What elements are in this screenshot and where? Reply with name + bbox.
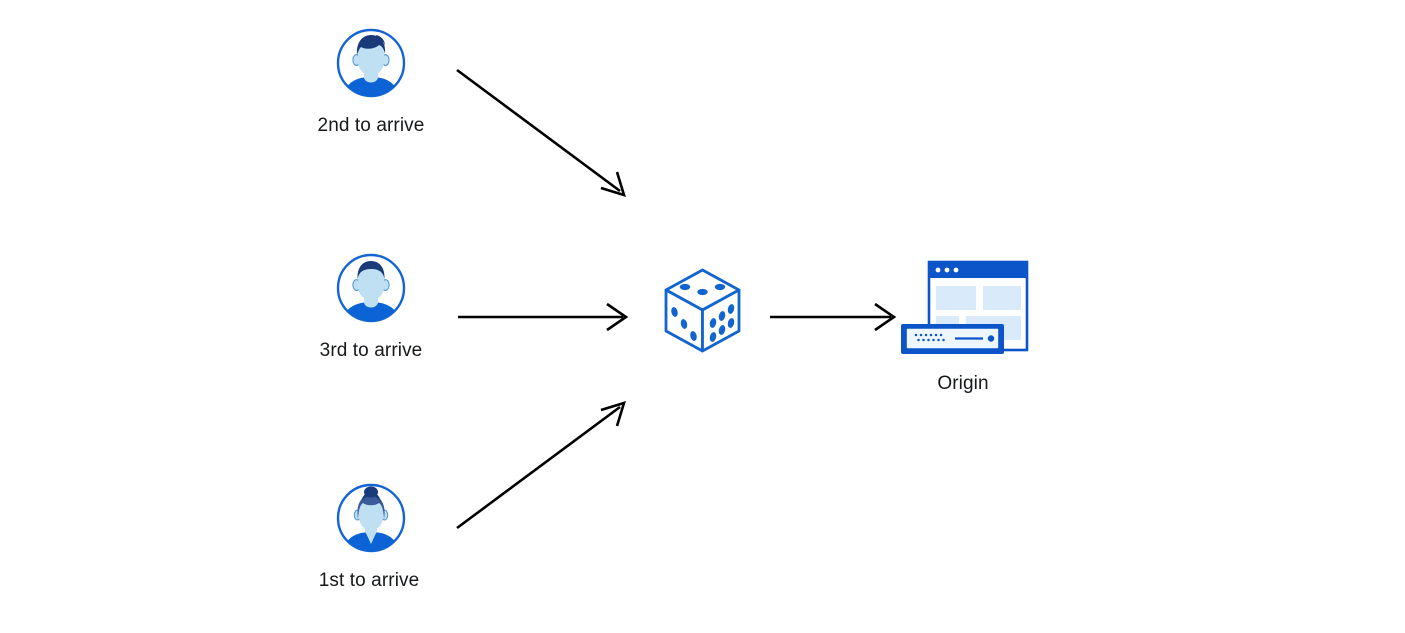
user-avatar-male-wavy-hair-icon[interactable]: [335, 27, 407, 99]
node-label-visitor-3rd: 3rd to arrive: [319, 340, 423, 361]
origin-server-browser-icon[interactable]: [895, 258, 1035, 368]
arrow-3rd-to-dice: [458, 302, 629, 332]
node-label-origin: Origin: [937, 373, 989, 394]
node-label-visitor-2nd: 2nd to arrive: [317, 115, 425, 136]
server-device-shape: [901, 324, 1004, 354]
dice-icon[interactable]: [660, 266, 745, 358]
user-avatar-male-short-hair-icon[interactable]: [335, 252, 407, 324]
arrow-1st-to-dice: [456, 401, 626, 530]
arrow-dice-to-origin: [770, 302, 897, 332]
user-avatar-female-bun-icon[interactable]: [335, 482, 407, 554]
node-label-visitor-1st: 1st to arrive: [318, 570, 420, 591]
